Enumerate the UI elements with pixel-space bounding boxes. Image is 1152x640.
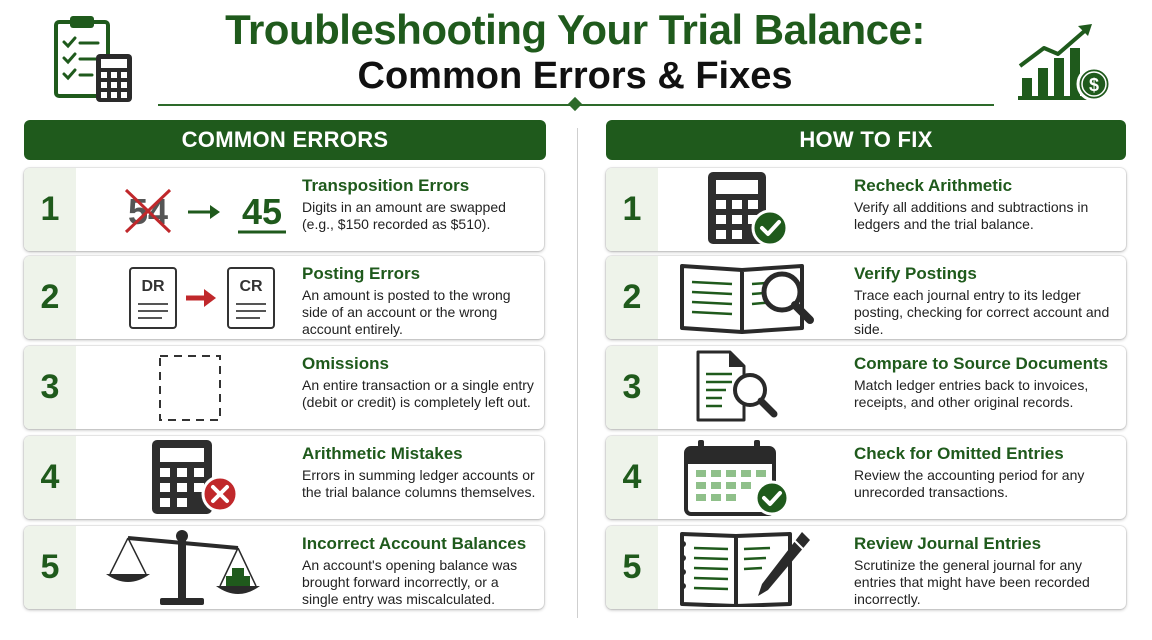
error-card-3: 3 Omissions An entire transaction or a s… bbox=[24, 346, 544, 429]
unbalanced-scale-icon bbox=[106, 530, 260, 605]
error-description: Digits in an amount are swapped (e.g., $… bbox=[302, 199, 506, 232]
fix-card-4: 4 Check for Omitted Entries Review the a… bbox=[606, 436, 1126, 519]
fix-card-1: 1 Recheck Arithmetic Verify all addition… bbox=[606, 168, 1126, 251]
title-line-2: Common Errors & Fixes bbox=[357, 55, 793, 97]
fix-number: 3 bbox=[606, 346, 658, 429]
fix-number: 2 bbox=[606, 256, 658, 339]
error-number: 4 bbox=[24, 436, 76, 519]
fix-description: Trace each journal entry to its ledger p… bbox=[854, 287, 1110, 337]
growth-chart-dollar-icon: $ bbox=[1018, 24, 1112, 102]
error-title: Arithmetic Mistakes bbox=[302, 444, 463, 463]
fixes-header: HOW TO FIX bbox=[606, 120, 1126, 160]
error-number: 1 bbox=[24, 168, 76, 251]
ledger-magnifier-icon bbox=[680, 264, 814, 334]
fix-card-5: 5 Review Journal Entries Scrutinize the … bbox=[606, 526, 1126, 609]
title-divider-diamond bbox=[567, 96, 583, 112]
error-description: An amount is posted to the wrong side of… bbox=[302, 287, 511, 337]
error-card-2: 2 DR CR Posting Errors An amount is post… bbox=[24, 256, 544, 339]
debit-label: DR bbox=[141, 278, 165, 295]
title-line-1: Troubleshooting Your Trial Balance: bbox=[225, 6, 925, 53]
calculator-check-icon bbox=[708, 172, 789, 247]
error-title: Transposition Errors bbox=[302, 176, 470, 195]
fix-description: Match ledger entries back to invoices, r… bbox=[854, 377, 1089, 410]
error-title: Omissions bbox=[302, 354, 389, 373]
calculator-error-icon bbox=[152, 440, 239, 514]
calendar-check-icon bbox=[684, 440, 790, 516]
fix-card-2: 2 Verify Postings Trace each journal ent… bbox=[606, 256, 1126, 339]
error-title: Posting Errors bbox=[302, 264, 421, 283]
error-title: Incorrect Account Balances bbox=[302, 534, 527, 553]
journal-pen-icon bbox=[680, 532, 810, 607]
page-title: Troubleshooting Your Trial Balance: Comm… bbox=[150, 6, 1000, 98]
fix-number: 4 bbox=[606, 436, 658, 519]
error-number: 2 bbox=[24, 256, 76, 339]
checklist-calculator-icon bbox=[54, 16, 132, 102]
fix-description: Scrutinize the general journal for any e… bbox=[854, 557, 1090, 607]
fix-title: Review Journal Entries bbox=[854, 534, 1042, 553]
error-number: 3 bbox=[24, 346, 76, 429]
fix-number: 5 bbox=[606, 526, 658, 609]
fix-title: Verify Postings bbox=[854, 264, 977, 283]
fix-title: Recheck Arithmetic bbox=[854, 176, 1013, 195]
svg-text:$: $ bbox=[1089, 75, 1099, 95]
transposition-54-to-45-icon: 54 45 bbox=[124, 188, 286, 234]
fix-description: Verify all additions and subtractions in… bbox=[854, 199, 1089, 232]
dr-to-cr-document-icon: DR CR bbox=[129, 267, 275, 329]
fix-card-3: 3 Compare to Source Documents Match ledg… bbox=[606, 346, 1126, 429]
column-divider bbox=[577, 128, 578, 618]
error-description: An entire transaction or a single entry … bbox=[302, 377, 534, 410]
fix-description: Review the accounting period for any unr… bbox=[854, 467, 1085, 500]
fix-title: Compare to Source Documents bbox=[854, 354, 1109, 373]
fix-title: Check for Omitted Entries bbox=[854, 444, 1064, 463]
error-description: Errors in summing ledger accounts or the… bbox=[302, 467, 536, 500]
fix-number: 1 bbox=[606, 168, 658, 251]
document-magnifier-icon bbox=[696, 350, 778, 422]
credit-label: CR bbox=[239, 278, 263, 295]
error-number: 5 bbox=[24, 526, 76, 609]
error-card-5: 5 Incorrect Account Balances An account'… bbox=[24, 526, 544, 609]
error-card-1: 1 54 45 Transposition Errors Digits in a… bbox=[24, 168, 544, 251]
error-description: An account's opening balance was brought… bbox=[302, 557, 518, 607]
error-card-4: 4 Arithmetic Mistakes Errors in summing … bbox=[24, 436, 544, 519]
errors-header: COMMON ERRORS bbox=[24, 120, 546, 160]
dashed-empty-box-icon bbox=[159, 355, 221, 421]
after-number: 45 bbox=[242, 191, 282, 232]
